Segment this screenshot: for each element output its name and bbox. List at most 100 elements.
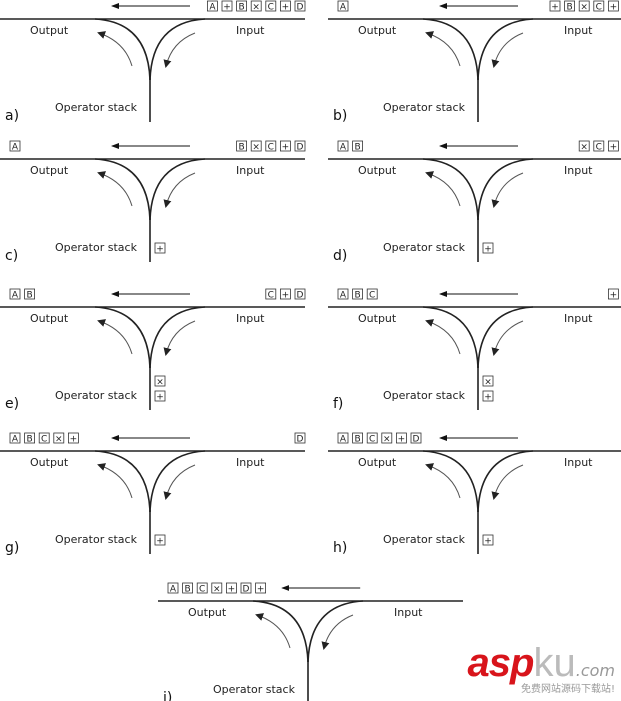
input-token: D	[294, 140, 306, 153]
token-label: D	[297, 291, 304, 301]
token-box	[578, 140, 590, 152]
input-token: ×	[250, 140, 262, 153]
output-flow-arrow-icon	[97, 319, 133, 355]
token-box	[255, 582, 266, 594]
token-box	[352, 288, 364, 300]
input-token: D	[294, 288, 306, 301]
token-label: C	[596, 3, 602, 13]
output-token: ×	[211, 582, 223, 595]
output-token: B	[352, 288, 364, 301]
token-label: ×	[55, 435, 63, 445]
token-box	[38, 432, 50, 444]
operator-stack-label: Operator stack	[55, 101, 138, 114]
token-label: D	[243, 585, 250, 595]
token-box	[337, 0, 349, 12]
input-token: +	[279, 288, 291, 301]
output-token: B	[352, 140, 364, 153]
token-label: ×	[383, 435, 391, 445]
operator-stack-label: Operator stack	[55, 533, 138, 546]
output-token: A	[9, 288, 21, 301]
token-label: ×	[580, 143, 588, 153]
token-box	[396, 432, 407, 444]
panel-letter: d)	[333, 248, 347, 264]
token-box	[366, 432, 378, 444]
input-token: B	[564, 0, 576, 13]
output-token: C	[38, 432, 50, 445]
token-label: A	[12, 435, 19, 445]
token-label: B	[239, 3, 245, 13]
token-label: ×	[156, 378, 164, 388]
stack-token: ×	[482, 375, 494, 388]
token-label: B	[185, 585, 191, 595]
token-box	[9, 288, 21, 300]
token-label: ×	[213, 585, 221, 595]
token-label: A	[340, 291, 347, 301]
output-token: A	[337, 140, 349, 153]
input-curve	[477, 450, 534, 513]
token-label: ×	[484, 378, 492, 388]
token-label: C	[268, 143, 274, 153]
token-label: ×	[252, 3, 260, 13]
token-box	[53, 432, 65, 444]
stack-token: +	[482, 534, 494, 547]
output-token: D	[410, 432, 422, 445]
token-box	[250, 0, 262, 12]
output-label: Output	[358, 312, 397, 325]
input-token: C	[265, 288, 277, 301]
output-label: Output	[30, 312, 69, 325]
output-curve	[94, 306, 151, 369]
output-label: Output	[30, 456, 69, 469]
output-token: A	[167, 582, 179, 595]
input-label: Input	[564, 24, 593, 37]
output-flow-arrow-icon	[255, 613, 291, 649]
output-label: Output	[358, 24, 397, 37]
output-curve	[94, 450, 151, 513]
output-label: Output	[30, 164, 69, 177]
output-curve	[94, 18, 151, 81]
input-flow-arrow-icon	[491, 464, 524, 500]
token-box	[279, 140, 291, 152]
input-curve	[477, 18, 534, 81]
token-box	[250, 140, 262, 152]
operator-stack-label: Operator stack	[383, 533, 466, 546]
output-curve	[422, 306, 479, 369]
token-box	[206, 0, 218, 12]
input-token: ×	[250, 0, 262, 13]
token-label: A	[170, 585, 177, 595]
panel-letter: i)	[163, 690, 172, 701]
token-box	[482, 390, 494, 402]
token-label: +	[70, 435, 78, 445]
stack-token: +	[482, 390, 494, 403]
token-box	[381, 432, 393, 444]
token-box	[578, 0, 590, 12]
token-box	[240, 582, 252, 594]
input-token: ×	[578, 0, 590, 13]
token-label: ×	[252, 143, 260, 153]
stack-token: +	[154, 242, 166, 255]
token-box	[226, 582, 237, 594]
output-token: A	[337, 288, 349, 301]
token-box	[167, 582, 179, 594]
output-token: B	[182, 582, 194, 595]
token-label: A	[209, 3, 216, 13]
input-curve	[149, 18, 206, 81]
token-box	[236, 0, 248, 12]
output-token: A	[337, 0, 349, 13]
token-box	[352, 432, 364, 444]
output-label: Output	[358, 456, 397, 469]
panel-letter: g)	[5, 540, 19, 556]
operator-stack-label: Operator stack	[55, 389, 138, 402]
token-box	[337, 432, 349, 444]
input-token: B	[236, 0, 248, 13]
input-label: Input	[394, 606, 423, 619]
token-label: +	[156, 393, 164, 403]
token-box	[24, 288, 36, 300]
operator-stack-label: Operator stack	[55, 241, 138, 254]
